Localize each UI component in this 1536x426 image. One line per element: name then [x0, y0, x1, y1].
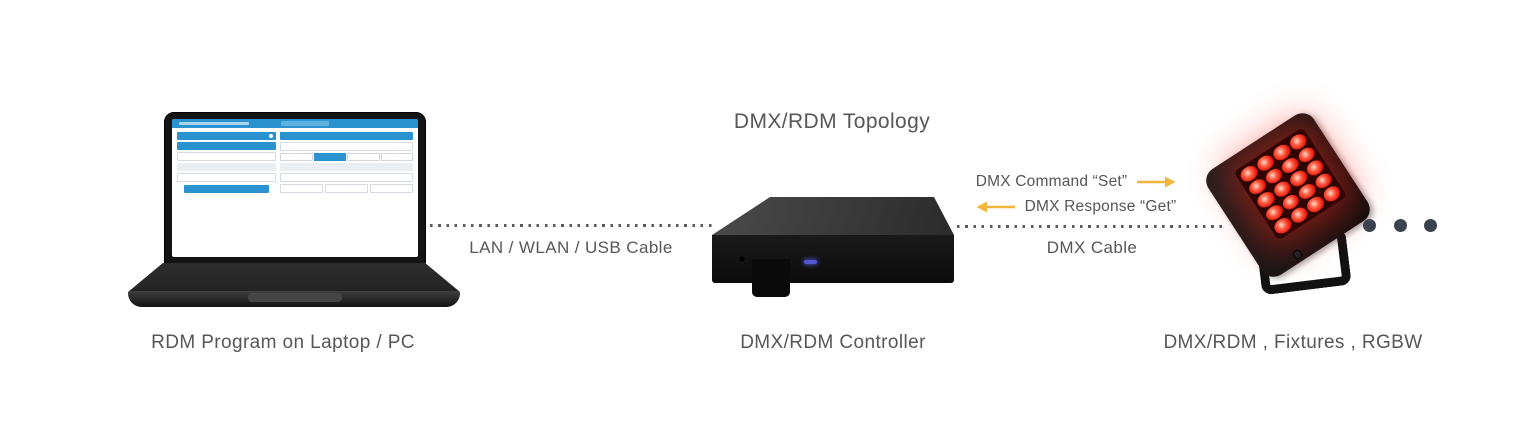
more-fixtures-ellipsis [1363, 219, 1437, 232]
app-button-placeholder [281, 121, 329, 126]
dmx-response-label: DMX Response “Get” [1024, 198, 1177, 215]
app-search-row [177, 152, 277, 161]
controller-front-face [712, 235, 954, 283]
dmx-command-row: DMX Command “Set” [950, 173, 1202, 191]
app-detail-header [280, 132, 413, 140]
fixture-node-label: DMX/RDM , Fixtures , RGBW [1163, 332, 1423, 353]
laptop-screen [172, 119, 418, 257]
laptop-lid [164, 112, 426, 264]
app-panel-header [177, 132, 277, 140]
ellipsis-dot [1363, 219, 1376, 232]
app-info-row [280, 163, 413, 171]
app-subheader [177, 142, 277, 150]
lan-cable-label: LAN / WLAN / USB Cable [469, 238, 673, 257]
app-field [280, 184, 324, 193]
dmx-response-row: DMX Response “Get” [950, 198, 1202, 216]
fixture-illustration [1200, 107, 1388, 302]
app-device-list-panel [177, 132, 277, 195]
app-tab [280, 153, 313, 161]
app-device-row [177, 173, 277, 182]
dmx-dotted-line [957, 225, 1227, 228]
lan-dotted-line [430, 224, 712, 227]
app-field-row [280, 184, 414, 193]
app-tabs-row [280, 153, 413, 161]
led-grid [1233, 127, 1348, 241]
laptop-node-label: RDM Program on Laptop / PC [151, 332, 415, 353]
app-title-placeholder [179, 122, 249, 125]
app-dropdown-row [177, 163, 277, 171]
dmx-cable-label: DMX Cable [1046, 238, 1138, 257]
app-device-title-row [280, 142, 413, 151]
controller-connector [752, 259, 790, 297]
laptop-trackpad [248, 293, 342, 302]
app-field [325, 184, 369, 193]
controller-port-hole [738, 255, 746, 263]
app-tab [380, 153, 413, 161]
controller-node-label: DMX/RDM Controller [740, 332, 926, 353]
app-field [370, 184, 414, 193]
app-action-button [183, 185, 270, 193]
dmx-command-label: DMX Command “Set” [975, 173, 1128, 190]
controller-illustration [712, 197, 954, 299]
fixture-hinge-knob [1293, 250, 1302, 259]
diagram-title: DMX/RDM Topology [733, 110, 931, 133]
fixture-head [1200, 107, 1376, 283]
app-tab [347, 153, 380, 161]
right-arrow-icon [1137, 176, 1176, 188]
app-input-row [280, 173, 413, 182]
laptop-keyboard-deck [128, 263, 460, 292]
controller-top-face [712, 197, 954, 235]
rdm-app-ui [172, 128, 418, 199]
controller-status-led [804, 260, 817, 264]
app-tab-active [313, 153, 347, 161]
laptop-illustration [128, 112, 460, 308]
ellipsis-dot [1424, 219, 1437, 232]
rdm-app-titlebar [172, 119, 418, 128]
left-arrow-icon [976, 201, 1015, 213]
app-detail-panel [280, 132, 414, 195]
ellipsis-dot [1393, 219, 1407, 232]
